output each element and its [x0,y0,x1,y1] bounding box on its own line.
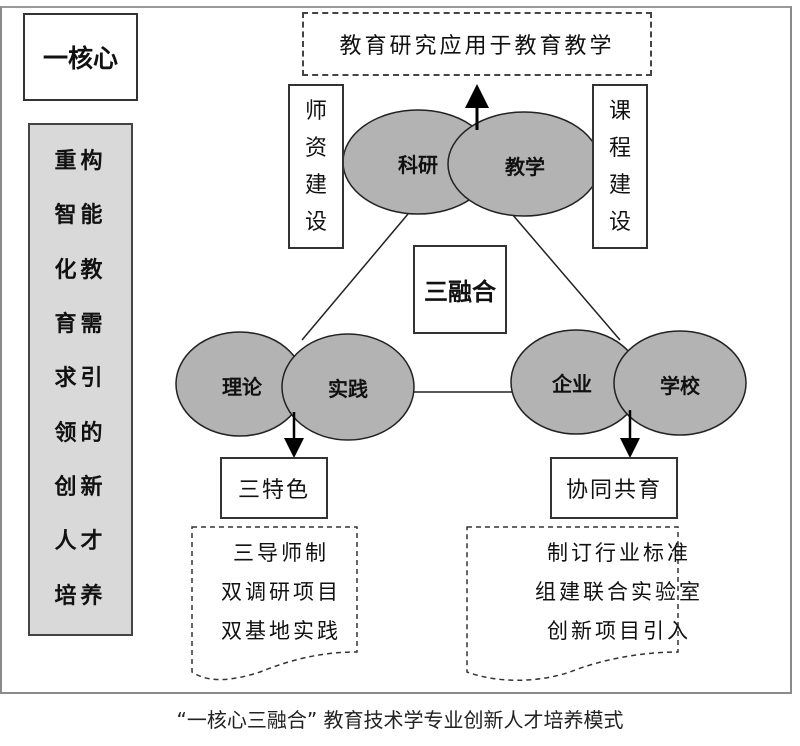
course-building-box: 课 程 建 设 [592,84,648,249]
triangle-edge-left [301,213,409,341]
triangle-edge-right [511,213,621,341]
fusion-box: 三融合 [413,245,507,334]
teacher-char: 师 [304,98,327,124]
ellipse-label-research: 科研 [398,153,438,177]
need-line: 重构 [54,148,107,174]
feature-box: 三特色 [220,457,328,519]
course-char: 设 [608,209,631,235]
need-line: 化教 [54,256,107,283]
course-char: 课 [608,98,631,124]
ellipse-school [613,330,747,436]
collab-item: 组建联合实验室 [535,580,703,604]
top-goal-box: 教育研究应用于教育教学 [302,12,652,76]
need-line: 人才 [54,528,107,555]
collab-box: 协同共育 [550,457,678,519]
need-line: 创新 [54,473,107,500]
collab-item: 创新项目引入 [547,619,691,643]
need-line: 求引 [54,365,107,392]
course-char: 程 [608,135,631,161]
teacher-char: 设 [304,209,327,235]
collab-list-shape [466,526,679,681]
need-line: 培养 [54,582,107,609]
ellipse-label-teaching: 教学 [505,155,545,179]
figure-caption: “一核心三融合” 教育技术学专业创新人才培养模式 [176,708,624,732]
need-line: 领的 [54,419,107,446]
need-line: 育需 [54,310,107,337]
teacher-char: 资 [304,135,327,161]
diagram-frame [0,6,792,694]
course-char: 建 [608,172,631,198]
feature-item: 双调研项目 [221,580,341,604]
teacher-building-box: 师 资 建 设 [288,84,344,249]
feature-list: 三导师制 双调研项目 双基地实践 [192,534,370,651]
ellipse-label-school: 学校 [660,374,700,398]
feature-list-shape [191,526,358,681]
collab-item: 制订行业标准 [547,541,691,565]
feature-item: 双基地实践 [221,619,341,643]
ellipse-label-practice: 实践 [328,377,368,401]
core-box: 一核心 [23,13,138,101]
need-box: 重构 智能 化教 育需 求引 领的 创新 人才 培养 [28,123,133,636]
collab-list: 制订行业标准 组建联合实验室 创新项目引入 [468,534,770,651]
feature-item: 三导师制 [233,541,329,565]
ellipse-practice [281,333,415,441]
ellipse-label-enterprise: 企业 [552,372,592,396]
ellipse-label-theory: 理论 [222,375,262,399]
teacher-char: 建 [304,172,327,198]
need-line: 智能 [54,202,107,229]
